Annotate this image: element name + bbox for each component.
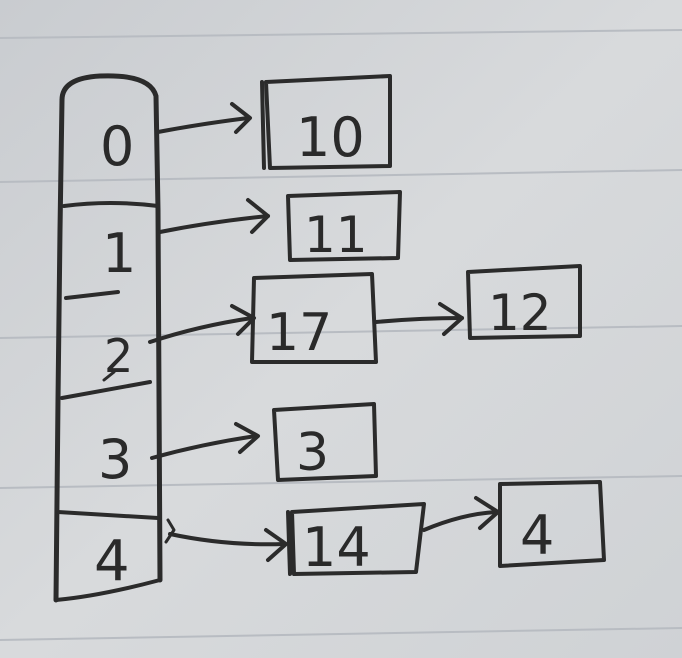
node-value: 4 [520, 504, 554, 567]
node-value: 17 [266, 303, 332, 363]
node-value: 12 [488, 284, 552, 342]
bucket-index-3: 3 [98, 428, 132, 491]
chain-2: 17 12 [148, 264, 582, 364]
pointer-arrow [156, 116, 250, 134]
bucket-index-4: 4 [94, 529, 130, 594]
node-value: 3 [296, 423, 329, 483]
node-value: 11 [304, 206, 368, 264]
chain-3: 3 [150, 402, 378, 483]
node-box [286, 502, 426, 576]
node-box [272, 402, 378, 482]
pointer-arrow [148, 316, 254, 344]
bucket-indices: 0 1 2 3 4 [94, 115, 136, 594]
node-box [466, 264, 582, 340]
node-box [286, 190, 402, 262]
bucket-array [53, 73, 163, 603]
node-box [250, 272, 378, 364]
bucket-index-2: 2 [104, 329, 133, 383]
pointer-arrow [422, 510, 498, 532]
chain-4: 14 4 [164, 480, 606, 579]
pointer-arrow [158, 214, 270, 234]
pointer-arrow [168, 532, 286, 547]
node-value: 10 [296, 106, 365, 169]
notebook-rules [0, 29, 682, 641]
bucket-index-1: 1 [102, 222, 136, 285]
chain-1: 11 [158, 190, 402, 264]
bucket-index-0: 0 [100, 115, 134, 178]
pointer-arrow [374, 316, 464, 324]
node-box [260, 74, 392, 170]
node-box [498, 480, 606, 568]
chain-0: 10 [156, 74, 392, 170]
node-value: 14 [302, 516, 371, 579]
pointer-arrow [150, 434, 258, 460]
